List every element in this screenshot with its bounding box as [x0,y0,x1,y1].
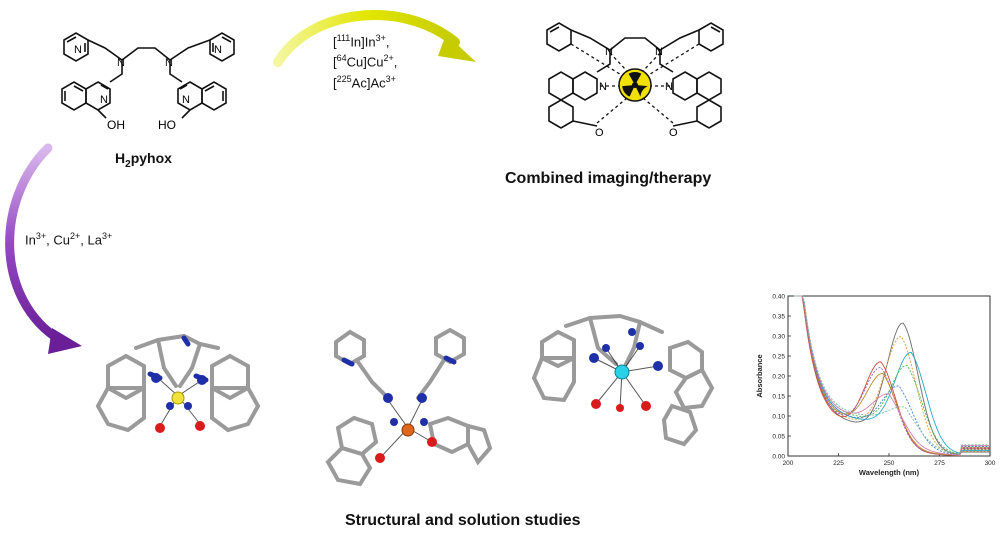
radiometal-complex-structure: N N N N O O [546,22,724,139]
y-tick-label: 0.10 [772,414,785,421]
ligand-name: H2pyhox [115,150,172,170]
svg-text:N: N [655,46,663,58]
svg-text:N: N [599,81,607,93]
svg-text:O: O [595,127,604,139]
x-tick-label: 225 [833,460,844,467]
crystal-structure-la [531,313,715,447]
radiometal-ac225: [225Ac]Ac3+ [333,73,396,90]
pyridine-n-right: N [214,44,222,56]
amine-n-right: N [165,57,173,69]
y-tick-label: 0.30 [772,334,785,341]
pyridine-n-left: N [74,44,82,56]
radiometal-in111: [111In]In3+, [333,33,390,50]
caption-structural-solution: Structural and solution studies [345,512,581,529]
y-tick-label: 0.00 [772,454,785,461]
hydroxyl-left: OH [107,118,125,132]
radiometal-list: [111In]In3+, [64Cu]Cu2+, [225Ac]Ac3+ [333,30,397,91]
svg-text:N: N [605,46,613,58]
y-tick-label: 0.20 [772,374,785,381]
hydroxyl-right: HO [158,118,176,132]
crystal-structure-in [95,333,261,433]
y-tick-label: 0.40 [772,294,785,301]
spectrum-series [794,295,990,456]
y-tick-label: 0.05 [772,434,785,441]
radiolabeling-arrow [273,10,476,67]
radioactive-icon [618,68,652,102]
nonradioactive-arrow [5,143,82,354]
x-axis-label: Wavelength (nm) [859,468,920,477]
y-tick-label: 0.15 [772,394,785,401]
quinoline-n-right: N [182,94,190,106]
crystal-structure-cu [325,327,493,487]
ligand-structure: N N N N N N OH HO [61,32,235,132]
x-tick-label: 300 [985,460,996,467]
uv-vis-chart: 0.00 0.05 0.10 0.15 0.20 0.25 0.30 0.35 0.40 200 2… [755,294,996,478]
nonradio-ion-list: In3+, Cu2+, La3+ [25,231,113,248]
spectrum-series [794,295,990,455]
amine-n-left: N [117,57,125,69]
radiometal-cu64: [64Cu]Cu2+, [333,53,398,70]
x-tick-label: 275 [934,460,945,467]
svg-text:N: N [665,81,673,93]
y-tick-label: 0.35 [772,314,785,321]
x-tick-label: 250 [884,460,895,467]
y-axis-label: Absorbance [755,354,764,397]
quinoline-n-left: N [100,94,108,106]
y-tick-label: 0.25 [772,354,785,361]
caption-imaging-therapy: Combined imaging/therapy [505,170,712,187]
x-tick-label: 200 [783,460,794,467]
plot-frame [787,295,991,457]
svg-text:O: O [669,127,678,139]
